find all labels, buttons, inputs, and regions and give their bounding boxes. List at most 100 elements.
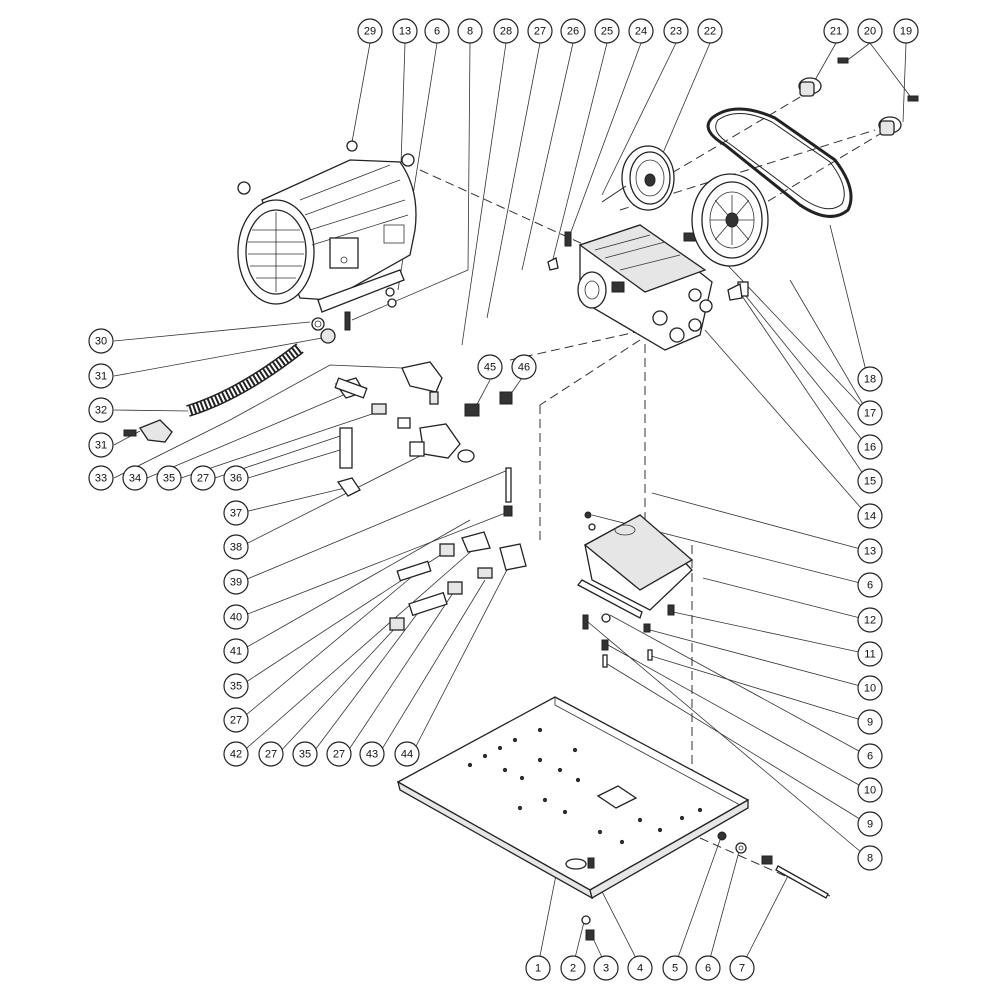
callout-c27d: 27 (326, 741, 352, 767)
callout-number: 8 (867, 853, 873, 865)
plunger-pump (577, 224, 713, 351)
callout-bubble (392, 18, 418, 44)
callout-number: 13 (864, 546, 876, 558)
callout-bubble (122, 465, 148, 491)
callout-c36: 36 (223, 465, 249, 491)
callout-c13r: 13 (857, 538, 883, 564)
callout-number: 27 (230, 715, 242, 727)
base-plate (396, 696, 750, 900)
callout-bubble (695, 955, 721, 981)
callout-bubble (857, 607, 883, 633)
callout-bubble (560, 955, 586, 981)
callout-number: 31 (95, 371, 107, 383)
callout-number: 6 (434, 26, 440, 38)
callout-number: 43 (366, 749, 378, 761)
callout-c6t: 6 (424, 18, 450, 44)
callout-number: 6 (867, 751, 873, 763)
callout-number: 42 (230, 749, 242, 761)
callout-c8t: 8 (457, 18, 483, 44)
callout-bubble (88, 328, 114, 354)
callout-c5: 5 (662, 955, 688, 981)
callout-number: 35 (230, 681, 242, 693)
callout-c8r: 8 (857, 845, 883, 871)
callout-c23: 23 (663, 18, 689, 44)
callout-c37: 37 (223, 500, 249, 526)
motor-pulley-large (691, 173, 769, 267)
callout-c14: 14 (857, 503, 883, 529)
callout-c1: 1 (525, 955, 551, 981)
callout-c10b: 10 (857, 777, 883, 803)
callout-c33: 33 (88, 465, 114, 491)
callout-bubble (662, 955, 688, 981)
callout-number: 27 (265, 749, 277, 761)
callout-number: 35 (299, 749, 311, 761)
callout-c26: 26 (560, 18, 586, 44)
callout-bubble (525, 955, 551, 981)
callout-bubble (424, 18, 450, 44)
callout-bubble (857, 366, 883, 392)
callout-c34: 34 (122, 465, 148, 491)
callout-bubble (663, 18, 689, 44)
callout-c2: 2 (560, 955, 586, 981)
callout-number: 6 (705, 963, 711, 975)
callout-c6r2: 6 (857, 743, 883, 769)
callout-c46: 46 (511, 354, 537, 380)
callout-c11: 11 (857, 641, 883, 667)
callout-number: 10 (864, 683, 876, 695)
callout-c22: 22 (697, 18, 723, 44)
callout-bubble (493, 18, 519, 44)
motor-hardware (311, 287, 397, 344)
callout-number: 27 (197, 473, 209, 485)
callout-bubble (857, 434, 883, 460)
callout-number: 13 (399, 26, 411, 38)
callout-c16: 16 (857, 434, 883, 460)
callout-c15: 15 (857, 468, 883, 494)
callout-c17: 17 (857, 400, 883, 426)
bushings (798, 57, 919, 136)
callout-number: 39 (230, 577, 242, 589)
callout-c32: 32 (88, 397, 114, 423)
callout-number: 23 (670, 26, 682, 38)
callout-c27b: 27 (223, 707, 249, 733)
callout-bubble (857, 400, 883, 426)
callout-number: 30 (95, 336, 107, 348)
callout-number: 14 (864, 511, 876, 523)
callout-c40: 40 (223, 604, 249, 630)
callout-number: 27 (333, 749, 345, 761)
callout-bubble (560, 18, 586, 44)
callout-bubble (857, 572, 883, 598)
callout-number: 21 (830, 26, 842, 38)
callout-number: 44 (401, 749, 413, 761)
callout-number: 24 (635, 26, 647, 38)
callout-c42: 42 (223, 741, 249, 767)
callout-number: 46 (518, 362, 530, 374)
callout-bubble (394, 741, 420, 767)
pump-pulley (601, 145, 675, 211)
callout-c35b: 35 (223, 673, 249, 699)
callout-bubble (893, 18, 919, 44)
callout-number: 37 (230, 508, 242, 520)
callout-c35a: 35 (156, 465, 182, 491)
braided-hose (123, 343, 304, 443)
callout-bubble (823, 18, 849, 44)
callout-c3: 3 (593, 955, 619, 981)
callout-bubble (223, 673, 249, 699)
callout-c38: 38 (223, 534, 249, 560)
callout-number: 15 (864, 476, 876, 488)
callout-number: 36 (230, 473, 242, 485)
callout-bubble (857, 777, 883, 803)
callout-number: 8 (467, 26, 473, 38)
callout-number: 35 (163, 473, 175, 485)
callout-c31a: 31 (88, 363, 114, 389)
callout-bubble (627, 955, 653, 981)
callout-number: 11 (864, 649, 875, 661)
callout-bubble (88, 465, 114, 491)
callout-c28: 28 (493, 18, 519, 44)
callout-bubble (357, 18, 383, 44)
callout-c19: 19 (893, 18, 919, 44)
callout-number: 40 (230, 612, 242, 624)
callout-number: 17 (864, 408, 876, 420)
callout-bubble (857, 503, 883, 529)
callout-number: 16 (864, 442, 876, 454)
callout-c12: 12 (857, 607, 883, 633)
